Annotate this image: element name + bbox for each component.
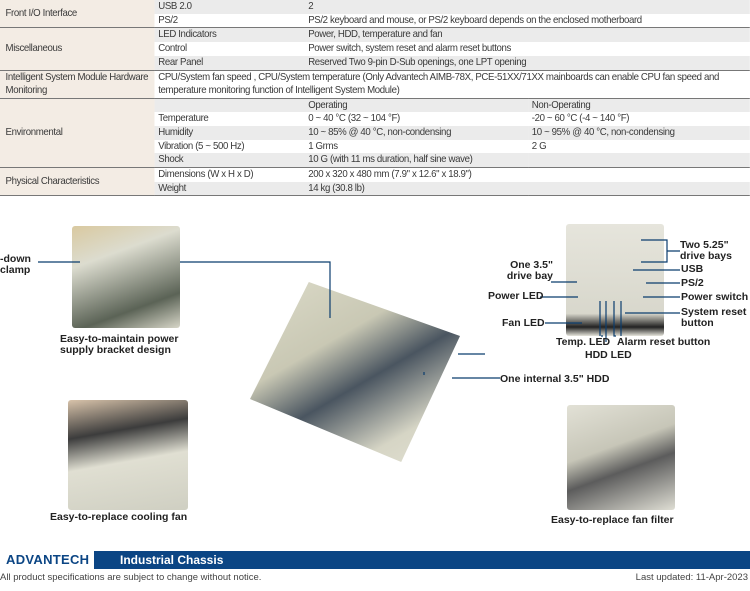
spec-value: 1 Grms <box>304 139 529 154</box>
front-panel-photo <box>566 224 664 336</box>
spec-name: Weight <box>154 181 305 196</box>
category-front-io: Front I/O Interface <box>0 0 155 28</box>
spec-value: CPU/System fan speed , CPU/System temper… <box>154 69 750 99</box>
clamp-label: -down clamp <box>0 253 31 276</box>
spec-name: Shock <box>154 153 305 168</box>
label-alarm-reset: Alarm reset button <box>617 336 711 348</box>
spec-value: 10 G (with 11 ms duration, half sine wav… <box>304 153 529 168</box>
label-ps2: PS/2 <box>681 277 704 289</box>
spec-name: Temperature <box>154 112 305 126</box>
spec-value: 200 x 320 x 480 mm (7.9" x 12.6" x 18.9"… <box>304 167 750 182</box>
spec-value <box>528 153 750 168</box>
spec-value: Reserved Two 9-pin D-Sub openings, one L… <box>304 55 750 71</box>
last-updated: Last updated: 11-Apr-2023 <box>635 572 748 583</box>
spec-value: 14 kg (30.8 lb) <box>304 181 750 196</box>
spec-name: Vibration (5 ~ 500 Hz) <box>154 139 305 154</box>
footer-title: Industrial Chassis <box>120 553 224 567</box>
label-hdd-led: HDD LED <box>585 349 632 361</box>
spec-name: LED Indicators <box>154 27 305 43</box>
spec-name: Rear Panel <box>154 55 305 71</box>
filter-caption: Easy-to-replace fan filter <box>551 514 674 526</box>
spec-value: 2 <box>304 0 750 14</box>
category-ism: Intelligent System Module Hardware Monit… <box>0 69 155 99</box>
spec-name: PS/2 <box>154 13 305 28</box>
spec-name: Control <box>154 42 305 56</box>
spec-value: -20 ~ 60 °C (-4 ~ 140 °F) <box>528 112 750 126</box>
label-power-switch: Power switch <box>681 291 749 303</box>
advantech-logo: ADVANTECH <box>0 551 96 569</box>
spec-value: 2 G <box>528 139 750 154</box>
fan-filter-photo <box>567 405 675 510</box>
spec-name: USB 2.0 <box>154 0 305 14</box>
spec-value: 0 ~ 40 °C (32 ~ 104 °F) <box>304 112 529 126</box>
label-one-35-bay: One 3.5" drive bay <box>506 259 553 282</box>
column-header: Operating <box>304 97 529 113</box>
label-system-reset: System reset button <box>681 306 747 329</box>
spec-value: Power, HDD, temperature and fan <box>304 27 750 43</box>
label-temp-led: Temp. LED <box>556 336 611 348</box>
psu-caption: Easy-to-maintain power supply bracket de… <box>60 333 179 356</box>
footer-bar: ADVANTECH Industrial Chassis <box>0 551 750 569</box>
category-physical: Physical Characteristics <box>0 167 155 196</box>
spec-value: Power switch, system reset and alarm res… <box>304 42 750 56</box>
cooling-fan-photo <box>68 400 188 510</box>
spec-value: 10 ~ 95% @ 40 °C, non-condensing <box>528 125 750 140</box>
spec-value: 10 ~ 85% @ 40 °C, non-condensing <box>304 125 529 140</box>
category-misc: Miscellaneous <box>0 27 155 71</box>
label-power-led: Power LED <box>488 290 544 302</box>
label-usb: USB <box>681 263 704 275</box>
disclaimer: All product specifications are subject t… <box>0 572 262 583</box>
category-environmental: Environmental <box>0 97 155 168</box>
psu-bracket-photo <box>72 226 180 328</box>
label-fan-led: Fan LED <box>502 317 545 329</box>
fan-caption: Easy-to-replace cooling fan <box>50 511 188 523</box>
spec-name: Humidity <box>154 125 305 140</box>
spec-value: PS/2 keyboard and mouse, or PS/2 keyboar… <box>304 13 750 28</box>
spec-name: Dimensions (W x H x D) <box>154 167 305 182</box>
label-two-525-bays: Two 5.25" drive bays <box>680 239 732 262</box>
column-header: Non-Operating <box>528 97 750 113</box>
hdd-label: One internal 3.5" HDD <box>500 373 610 385</box>
